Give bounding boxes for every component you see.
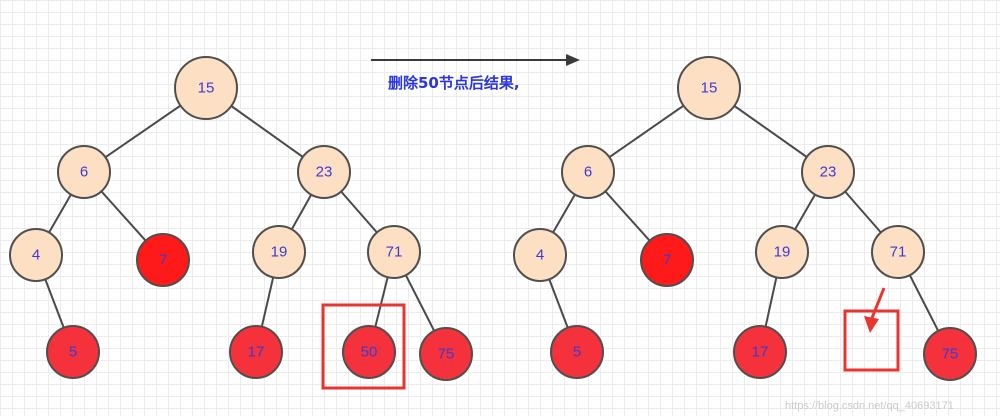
before-node-7: 7 xyxy=(136,233,190,287)
after-node-circle-19 xyxy=(755,225,809,279)
before-node-circle-50 xyxy=(342,325,396,379)
after-node-label-75: 75 xyxy=(942,346,959,363)
before-node-label-7: 7 xyxy=(159,252,167,269)
after-node-15: 15 xyxy=(677,56,741,120)
before-node-circle-75 xyxy=(419,327,473,381)
before-node-23: 23 xyxy=(297,145,351,199)
watermark: https://blog.csdn.net/qq_40693171 xyxy=(785,400,954,412)
after-node-circle-15 xyxy=(677,56,741,120)
before-node-circle-17 xyxy=(229,325,283,379)
before-node-4: 4 xyxy=(9,228,63,282)
after-node-23: 23 xyxy=(801,145,855,199)
after-node-71: 71 xyxy=(871,225,925,279)
before-node-15: 15 xyxy=(174,56,238,120)
before-node-17: 17 xyxy=(229,325,283,379)
after-node-circle-5 xyxy=(550,325,604,379)
after-node-label-19: 19 xyxy=(774,244,791,261)
after-node-circle-71 xyxy=(871,225,925,279)
before-node-circle-7 xyxy=(136,233,190,287)
after-node-7: 7 xyxy=(640,233,694,287)
tree-after-deletion: 15 6 23 4 7 19 71 5 17 75 xyxy=(513,56,977,381)
pointer-arrow-icon xyxy=(864,287,886,333)
before-node-circle-19 xyxy=(252,225,306,279)
after-node-circle-4 xyxy=(513,228,567,282)
before-node-5: 5 xyxy=(46,325,100,379)
after-node-6: 6 xyxy=(561,145,615,199)
before-node-circle-71 xyxy=(367,225,421,279)
caption-text: 删除50节点后结果, xyxy=(388,74,520,92)
after-node-label-5: 5 xyxy=(573,344,581,361)
before-node-circle-4 xyxy=(9,228,63,282)
before-node-75: 75 xyxy=(419,327,473,381)
before-node-label-71: 71 xyxy=(386,244,403,261)
empty-slot-box xyxy=(843,309,900,372)
before-node-label-23: 23 xyxy=(316,164,333,181)
before-node-label-5: 5 xyxy=(69,344,77,361)
after-node-circle-75 xyxy=(923,327,977,381)
before-node-label-4: 4 xyxy=(32,247,40,264)
before-node-label-19: 19 xyxy=(271,244,288,261)
before-node-circle-15 xyxy=(174,56,238,120)
deleted-node-highlight-box xyxy=(321,303,406,390)
before-node-circle-23 xyxy=(297,145,351,199)
transition-arrow xyxy=(371,54,580,66)
before-node-label-17: 17 xyxy=(248,344,265,361)
after-node-17: 17 xyxy=(733,325,787,379)
after-node-label-23: 23 xyxy=(820,164,837,181)
before-node-label-15: 15 xyxy=(198,80,215,97)
after-node-label-17: 17 xyxy=(752,344,769,361)
before-node-label-6: 6 xyxy=(80,164,88,181)
after-node-circle-17 xyxy=(733,325,787,379)
after-node-circle-23 xyxy=(801,145,855,199)
after-node-circle-7 xyxy=(640,233,694,287)
before-node-circle-5 xyxy=(46,325,100,379)
after-node-label-4: 4 xyxy=(536,247,544,264)
before-node-label-75: 75 xyxy=(438,346,455,363)
before-node-circle-6 xyxy=(57,145,111,199)
after-node-5: 5 xyxy=(550,325,604,379)
before-node-50: 50 xyxy=(342,325,396,379)
after-node-label-71: 71 xyxy=(890,244,907,261)
after-node-label-7: 7 xyxy=(663,252,671,269)
after-node-19: 19 xyxy=(755,225,809,279)
after-node-circle-6 xyxy=(561,145,615,199)
after-node-4: 4 xyxy=(513,228,567,282)
tree-before-deletion: 15 6 23 4 7 19 71 5 17 50 75 xyxy=(9,56,473,381)
after-node-label-15: 15 xyxy=(701,80,718,97)
after-node-label-6: 6 xyxy=(584,164,592,181)
before-node-label-50: 50 xyxy=(361,344,378,361)
before-node-71: 71 xyxy=(367,225,421,279)
before-node-6: 6 xyxy=(57,145,111,199)
before-node-19: 19 xyxy=(252,225,306,279)
after-node-75: 75 xyxy=(923,327,977,381)
